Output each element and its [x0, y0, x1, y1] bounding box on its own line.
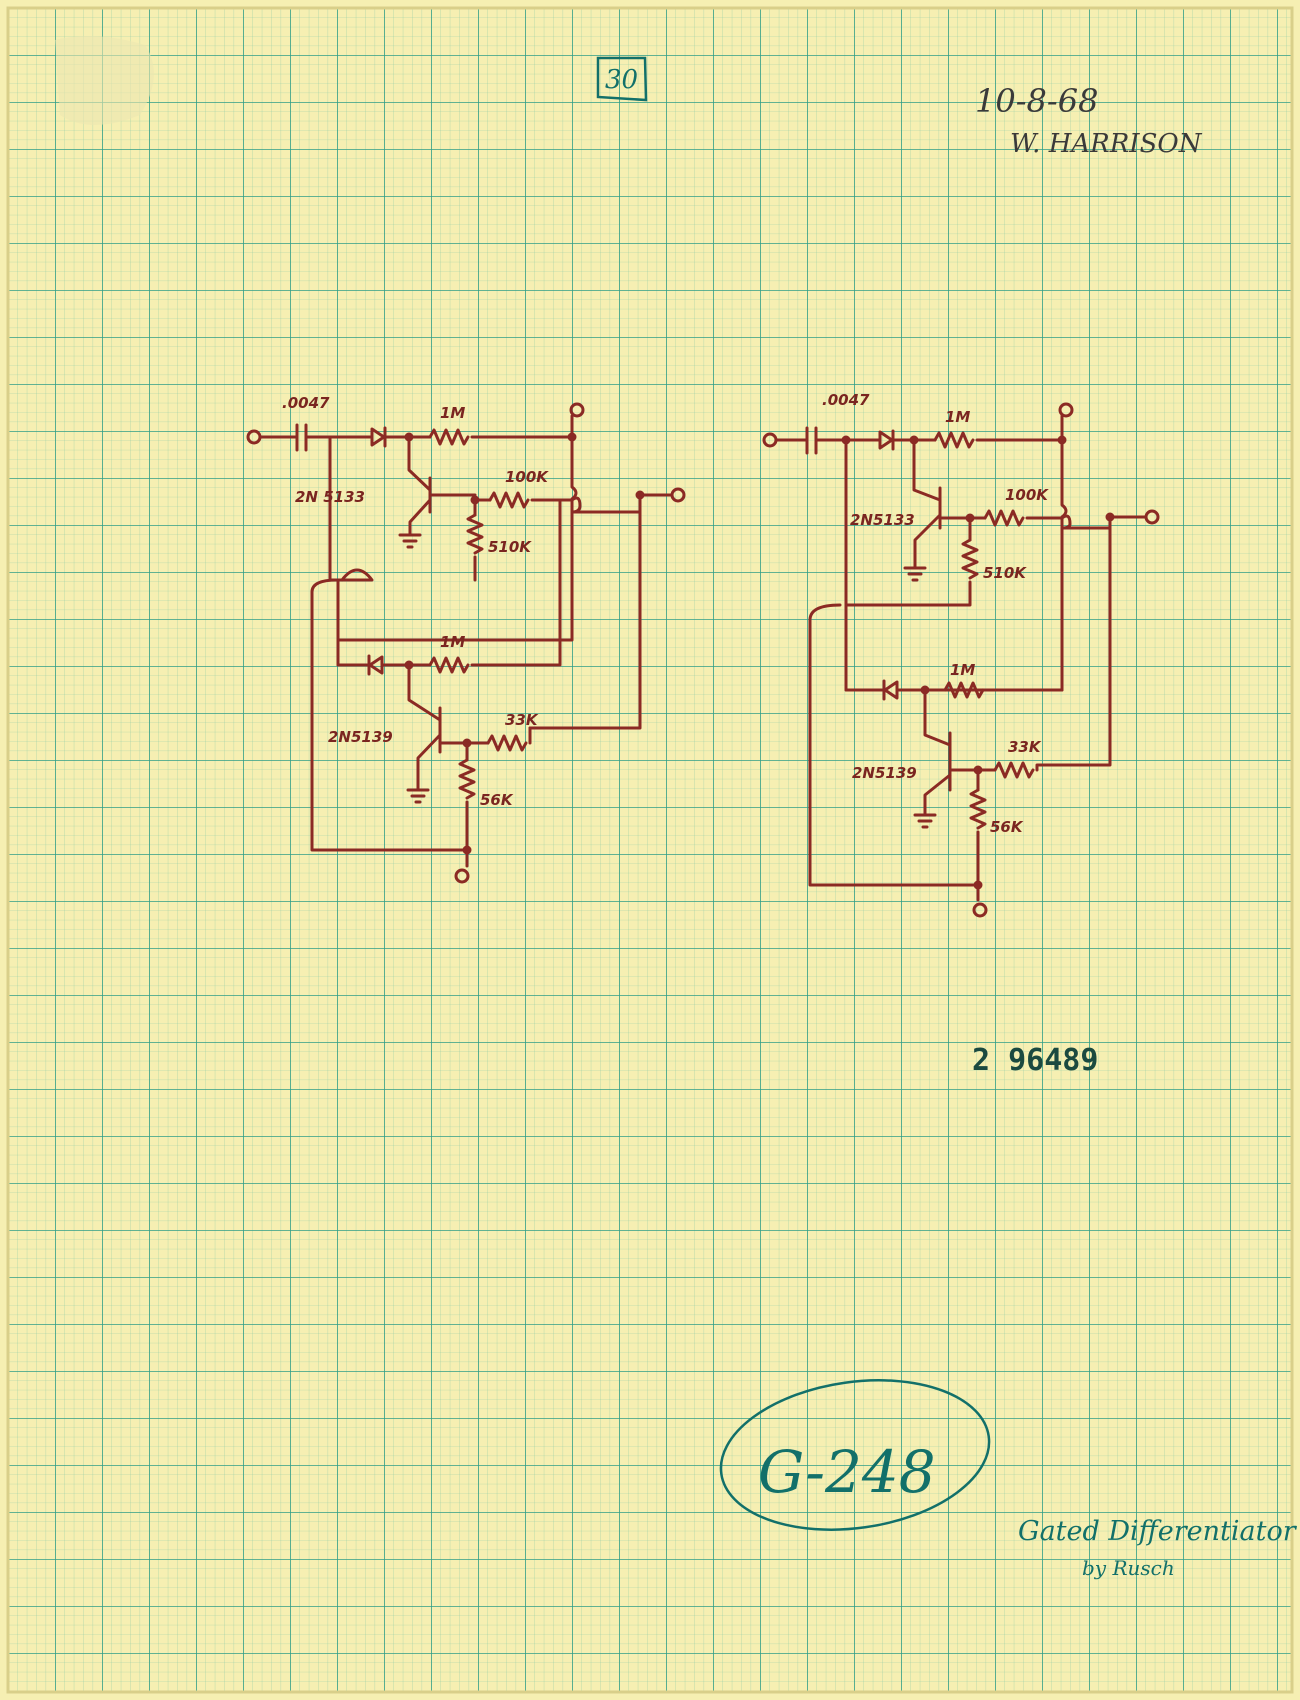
page-number-box: 30	[596, 56, 648, 102]
label-resistor-1m-mid: 1M	[440, 633, 465, 651]
label-resistor-56k-right: 56K	[990, 818, 1024, 836]
grid	[8, 8, 1292, 1692]
tape-mark	[55, 36, 154, 125]
caption-author: by Rusch	[1082, 1556, 1175, 1580]
label-resistor-33k-right: 33K	[1008, 738, 1042, 756]
label-transistor-top: 2N 5133	[295, 488, 365, 506]
label-transistor-top-right: 2N5133	[850, 511, 915, 529]
label-resistor-1m-top: 1M	[440, 404, 465, 422]
label-transistor-bottom: 2N5139	[328, 728, 393, 746]
label-resistor-510k: 510K	[488, 538, 532, 556]
label-capacitor: .0047	[282, 394, 330, 412]
author-text: W. HARRISON	[1010, 129, 1203, 159]
label-resistor-100k: 100K	[505, 468, 549, 486]
label-resistor-33k: 33K	[505, 711, 539, 729]
catalog-number: G-248	[758, 1438, 936, 1506]
schematic-right: .0047 1M 2N5133 100K 510K 1M 2N5139 33K …	[762, 391, 1160, 918]
page-number: 30	[605, 65, 638, 95]
label-capacitor-right: .0047	[822, 391, 870, 409]
caption-title: Gated Differentiator	[1018, 1516, 1298, 1547]
date-text: 10-8-68	[975, 82, 1098, 120]
label-resistor-1m-mid-right: 1M	[950, 661, 975, 679]
serial-stamp: 2 96489	[972, 1043, 1098, 1078]
catalog-number-circle: G-248	[719, 1379, 991, 1531]
label-transistor-bottom-right: 2N5139	[852, 764, 917, 782]
page-edge	[6, 6, 1294, 1694]
label-resistor-510k-right: 510K	[983, 564, 1027, 582]
label-resistor-100k-right: 100K	[1005, 486, 1049, 504]
schematic-left: .0047 1M 2N 5133 100K 510K 1M 2N5139 33K…	[246, 394, 686, 884]
label-resistor-1m-top-right: 1M	[945, 408, 970, 426]
label-resistor-56k: 56K	[480, 791, 514, 809]
